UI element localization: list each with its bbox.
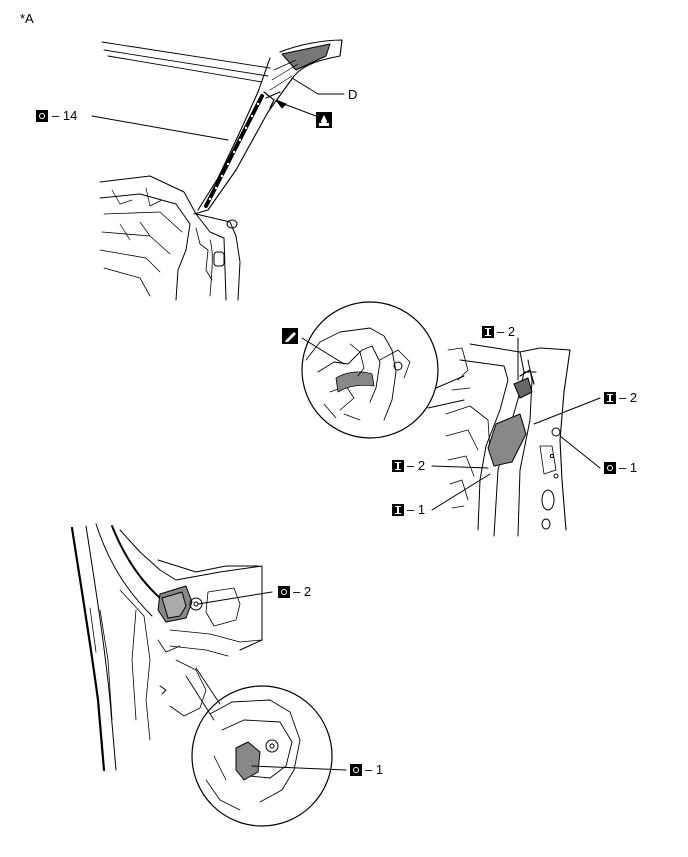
middle-view-pillar (301, 301, 601, 537)
plug-weld-icon (392, 460, 404, 472)
callout-d: D (348, 87, 358, 102)
callout-weld-14: – 14 (52, 108, 78, 123)
callout-i1: – 1 (407, 502, 426, 517)
callout-i2-left: – 2 (407, 458, 426, 473)
pen-adhesive-icon (282, 328, 298, 344)
callout-o1-mid: – 1 (619, 460, 638, 475)
spot-weld-icon (36, 110, 48, 122)
callout-o2-bot: – 2 (293, 584, 312, 599)
spot-weld-icon (350, 764, 362, 776)
plug-weld-icon (604, 392, 616, 404)
callout-o1-bot: – 1 (365, 762, 384, 777)
sealer-dropper-icon (316, 112, 332, 128)
plug-weld-icon (482, 326, 494, 338)
plug-weld-icon (392, 504, 404, 516)
spot-weld-icon (604, 462, 616, 474)
figure-label: *A (20, 11, 34, 26)
callout-i2-right: – 2 (619, 390, 638, 405)
callout-i2-top: – 2 (497, 324, 516, 339)
spot-weld-icon (278, 586, 290, 598)
top-view-pillar (91, 39, 345, 301)
bottom-view-pillar (70, 523, 347, 827)
